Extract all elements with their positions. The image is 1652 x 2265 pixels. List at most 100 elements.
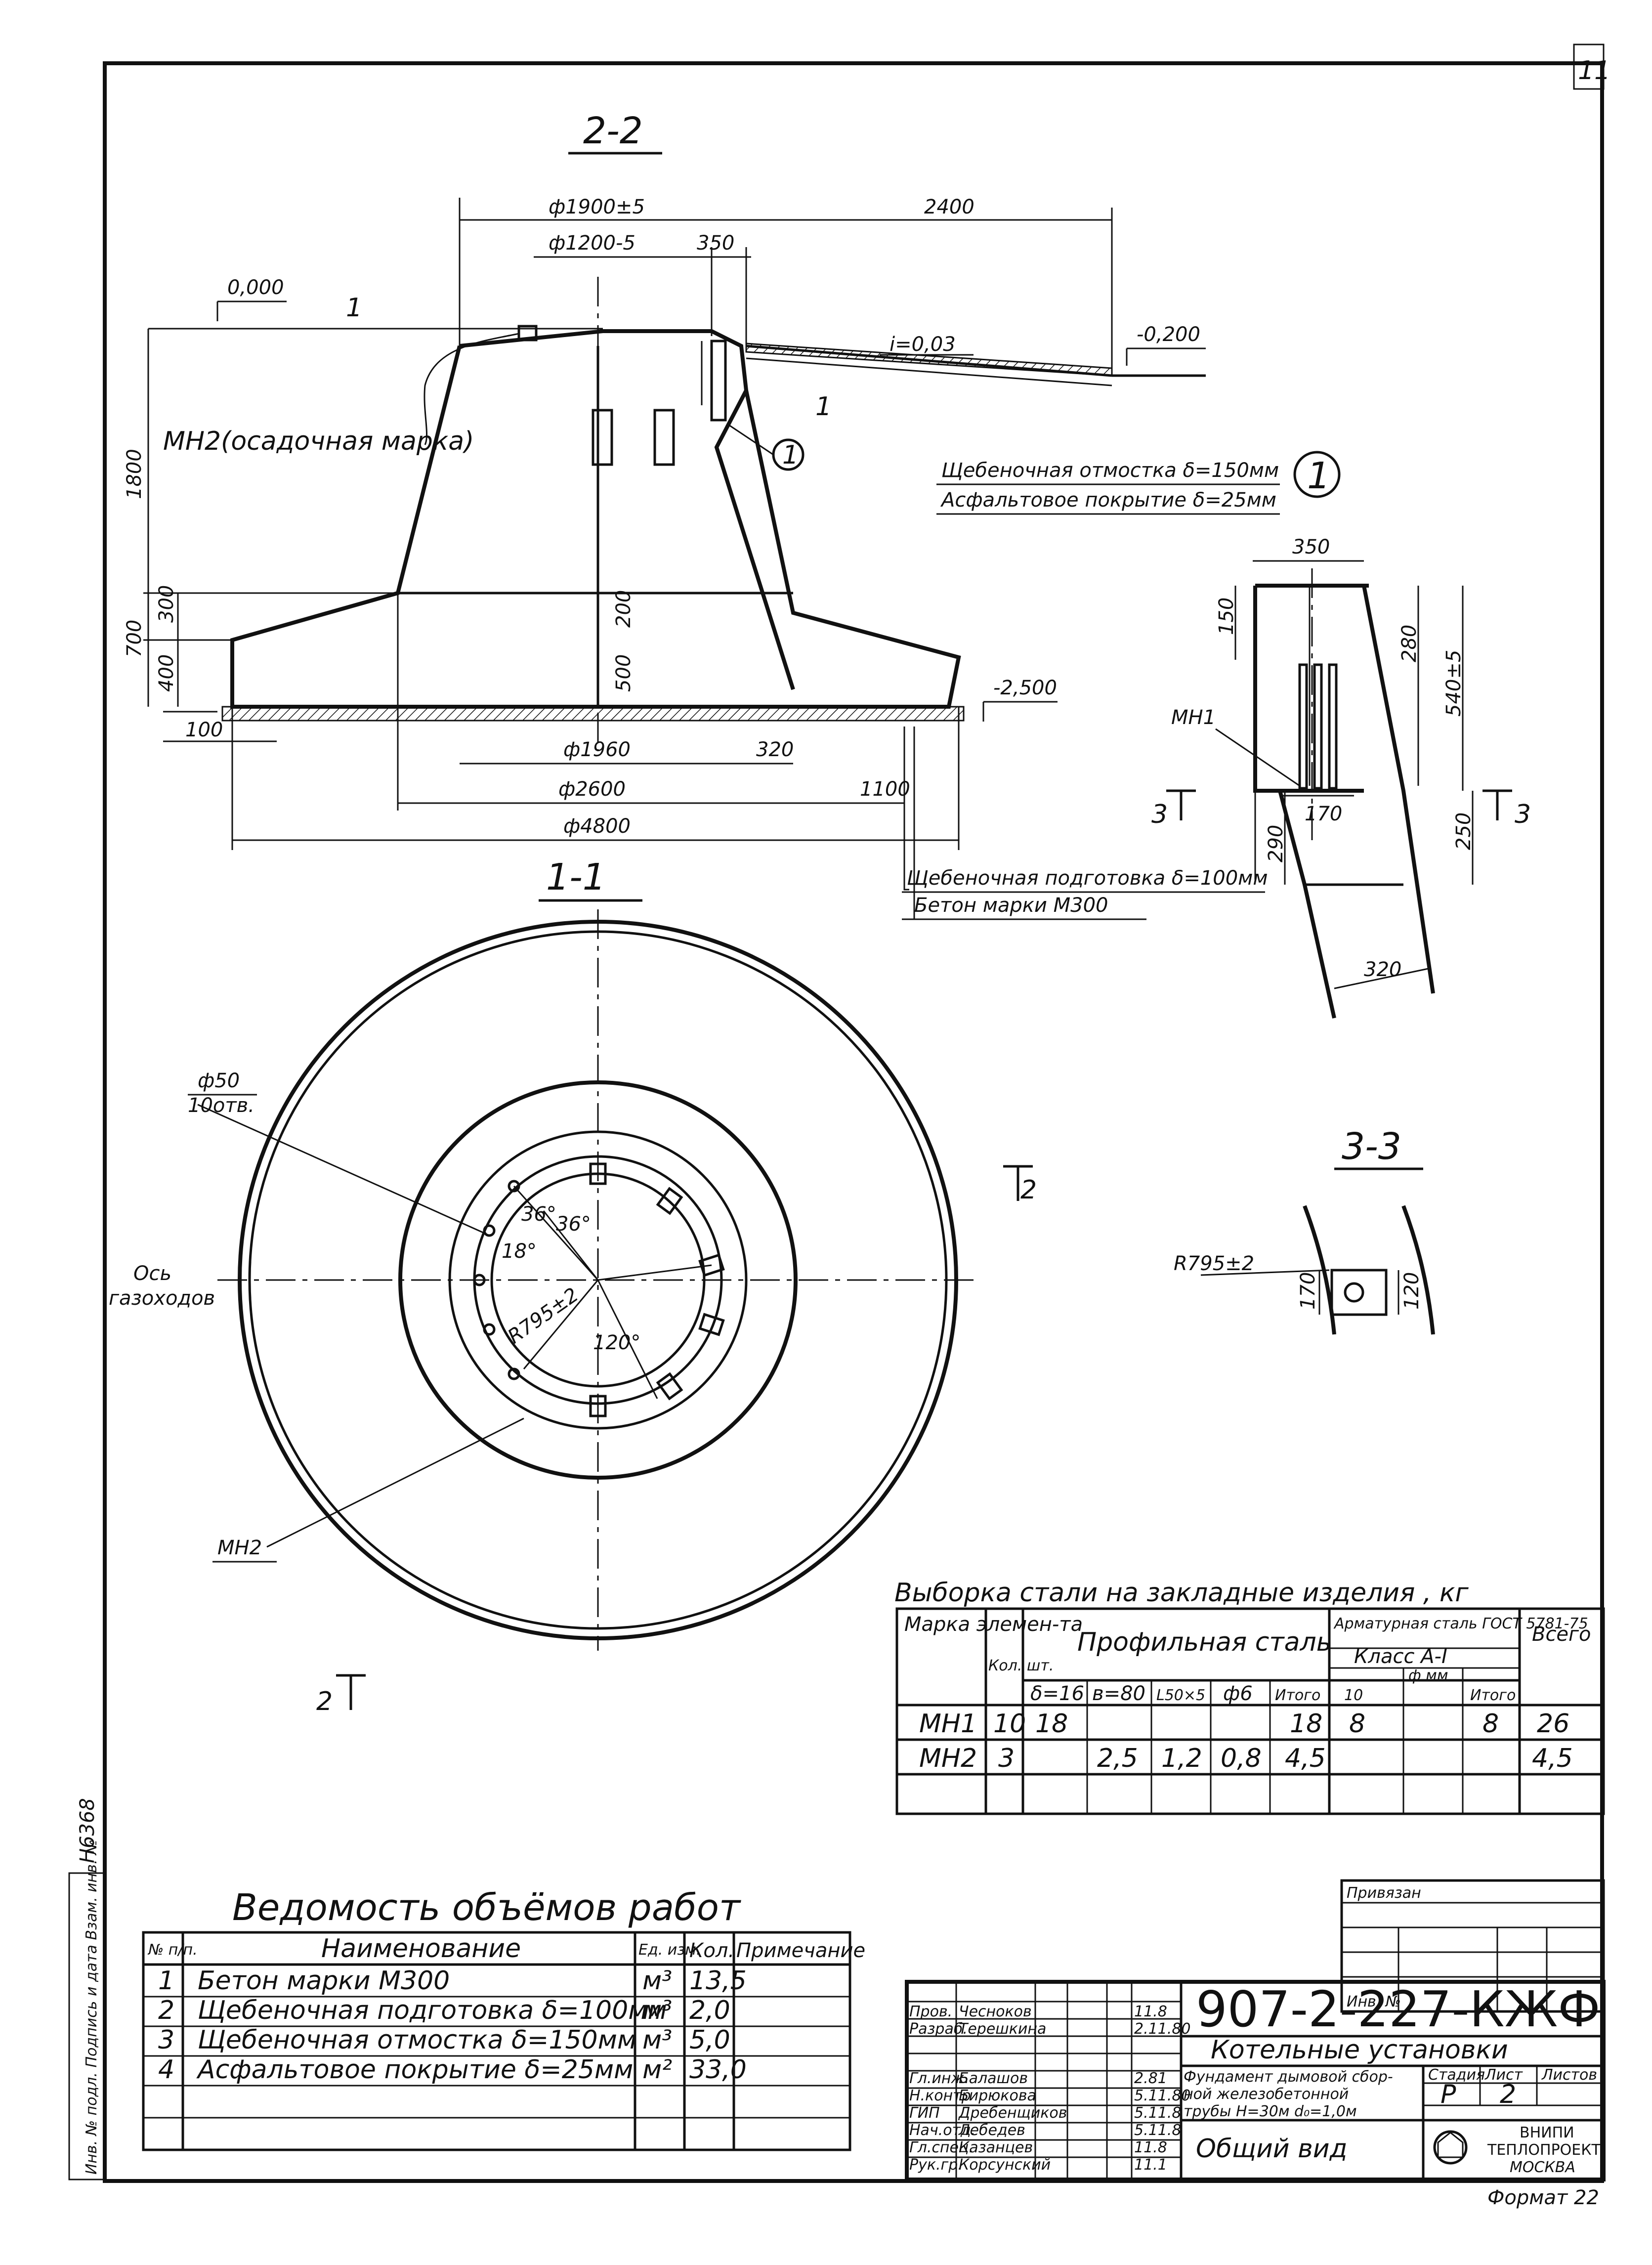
description-line-3: трубы H=30м d₀=1,0м xyxy=(1184,2103,1357,2120)
table-row: МН2 3 2,5 1,2 0,8 4,5 4,5 xyxy=(919,1744,1573,1773)
detail-dim-540: 540±5 xyxy=(1442,650,1465,717)
sheet-label: Лист xyxy=(1484,2066,1524,2084)
steel-row-2-qty: 3 xyxy=(998,1744,1015,1773)
signer-name-2: Бирюкова xyxy=(959,2087,1036,2104)
vol-row-4-num: 4 xyxy=(158,2055,174,2085)
sign-date-6: 11.1 xyxy=(1134,2156,1167,2174)
detail-cut-3-left: 3 xyxy=(1151,800,1168,829)
cut-mark-1: 1 xyxy=(346,293,362,323)
detail-dim-170: 170 xyxy=(1305,803,1342,825)
sign-date-3: 5.11.8 xyxy=(1134,2104,1181,2122)
angle-36b: 36° xyxy=(556,1213,591,1236)
sheets-label: Листов xyxy=(1541,2066,1597,2084)
vol-row-4-unit: м² xyxy=(642,2055,672,2085)
vol-h-note: Примечание xyxy=(736,1939,865,1962)
section-1-1-title: 1-1 xyxy=(546,856,606,898)
signer-role-1: Гл.инж. xyxy=(909,2070,969,2087)
detail-dim-290: 290 xyxy=(1265,825,1287,862)
detail-dim-320: 320 xyxy=(1364,958,1401,981)
level-m0200: -0,200 xyxy=(1137,323,1200,346)
steel-h-profile: Профильная сталь xyxy=(1077,1627,1331,1657)
detail-label-mn1: МН1 xyxy=(1171,706,1216,729)
table-row: 3 Щебеночная отмостка δ=150мм м³ 5,0 xyxy=(158,2025,730,2055)
steel-row-1-itogo2: 8 xyxy=(1483,1709,1499,1739)
hole-label-d50: ф50 xyxy=(198,1069,240,1092)
detail-cut-3-right: 3 xyxy=(1515,800,1531,829)
note-concrete: Бетон марки М300 xyxy=(914,894,1108,917)
dim-d1200: ф1200-5 xyxy=(549,232,635,255)
org-line-3: МОСКВА xyxy=(1510,2159,1575,2176)
cut-2-left: 2 xyxy=(316,1687,333,1716)
sheet-number: 11 xyxy=(1578,56,1610,85)
dim-400: 400 xyxy=(155,654,178,692)
signer-role-6: Рук.гр. xyxy=(909,2156,963,2174)
vol-row-2-num: 2 xyxy=(158,1996,174,2025)
dim-200: 200 xyxy=(612,590,635,628)
slope-label: i=0,03 xyxy=(890,333,956,356)
signer-role-7: Пров. xyxy=(909,2003,952,2020)
binding-stamp: Привязан Инв. № xyxy=(1340,1879,1605,2013)
steel-h-total: Всего xyxy=(1532,1623,1591,1646)
detail-dim-280: 280 xyxy=(1398,625,1421,662)
steel-h-rebar: Арматурная сталь ГОСТ 5781-75 xyxy=(1333,1615,1588,1632)
vol-row-3-unit: м³ xyxy=(642,2025,672,2055)
dim-1800: 1800 xyxy=(123,449,146,499)
dim-300: 300 xyxy=(155,585,178,623)
inventory-number: Н6368 xyxy=(76,1798,99,1863)
steel-h-class: Класс А-I xyxy=(1354,1645,1447,1668)
section-3-3-dim-120: 120 xyxy=(1400,1272,1423,1310)
description-line-1: Фундамент дымовой сбор- xyxy=(1184,2068,1393,2086)
signer-role-8: Разраб. xyxy=(909,2020,968,2038)
section-3-3: 3-3 R795±2 170 120 xyxy=(1174,1125,1435,1335)
vol-row-4-name: Асфальтовое покрытие δ=25мм xyxy=(196,2055,633,2085)
dim-320: 320 xyxy=(756,738,794,761)
format-label: Формат 22 xyxy=(1487,2186,1599,2209)
hole-count: 10отв. xyxy=(188,1094,254,1117)
steel-h-b80: в=80 xyxy=(1092,1682,1145,1705)
signer-name-6: Корсунский xyxy=(959,2156,1051,2174)
vol-row-4-qty: 33,0 xyxy=(689,2055,747,2085)
vol-row-1-qty: 13,5 xyxy=(689,1966,747,1996)
steel-row-1-itogo1: 18 xyxy=(1290,1709,1322,1739)
detail-1: 350 150 280 540±5 МН1 170 290 250 320 3 … xyxy=(1151,536,1531,1019)
side-stamp: Инв. № подл. Подпись и дата Взам. инв. № xyxy=(83,1839,100,2175)
angle-36a: 36° xyxy=(521,1203,556,1226)
section-2-2-title: 2-2 xyxy=(583,110,643,152)
steel-row-2-total: 4,5 xyxy=(1532,1744,1573,1773)
steel-h-itogo2: Итого xyxy=(1470,1687,1516,1704)
vol-h-qty: Кол. xyxy=(689,1939,734,1962)
steel-h-f6: ф6 xyxy=(1223,1682,1253,1705)
radius-r795: R795±2 xyxy=(504,1283,583,1348)
dim-700: 700 xyxy=(123,620,146,657)
dim-350: 350 xyxy=(697,232,734,255)
vol-row-3-num: 3 xyxy=(158,2025,174,2055)
cut-2-right: 2 xyxy=(1020,1175,1037,1205)
vol-row-2-name: Щебеночная подготовка δ=100мм xyxy=(198,1996,667,2025)
vol-row-3-name: Щебеночная отмостка δ=150мм xyxy=(198,2025,636,2055)
steel-row-2-f6: 0,8 xyxy=(1221,1744,1262,1773)
label-mn2-plan: МН2 xyxy=(217,1537,262,1559)
binding-inv: Инв. № xyxy=(1347,1993,1401,2010)
steel-h-itogo1: Итого xyxy=(1275,1687,1320,1704)
vol-h-num: № п/п. xyxy=(147,1941,198,1959)
org-line-2: ТЕПЛОПРОЕКТ xyxy=(1487,2141,1601,2159)
title-block: Гл.инж. Балашов Н.контр Бирюкова ГИП Дре… xyxy=(905,1980,1606,2181)
org-line-1: ВНИПИ xyxy=(1520,2124,1574,2141)
signer-name-7: Чесноков xyxy=(959,2003,1032,2020)
dim-d1960: ф1960 xyxy=(563,738,631,761)
dim-500: 500 xyxy=(612,654,635,692)
cut-mark-1b: 1 xyxy=(815,392,832,422)
detail-dim-250: 250 xyxy=(1452,812,1475,850)
steel-row-2-itogo1: 4,5 xyxy=(1285,1744,1326,1773)
sheet-value: 2 xyxy=(1500,2080,1516,2109)
dim-100: 100 xyxy=(185,719,223,741)
note-asphalt: Асфальтовое покрытие δ=25мм xyxy=(940,489,1276,512)
steel-row-1-d16: 18 xyxy=(1035,1709,1068,1739)
table-row: МН1 10 18 18 8 8 26 xyxy=(919,1709,1569,1739)
detail-dim-350: 350 xyxy=(1292,536,1330,558)
vol-h-name: Наименование xyxy=(321,1934,521,1964)
dim-2400: 2400 xyxy=(924,196,974,218)
angle-120: 120° xyxy=(593,1331,640,1354)
sheet-title: Общий вид xyxy=(1196,2134,1348,2164)
label-mn2-settlement: МН2(осадочная марка) xyxy=(163,427,474,456)
